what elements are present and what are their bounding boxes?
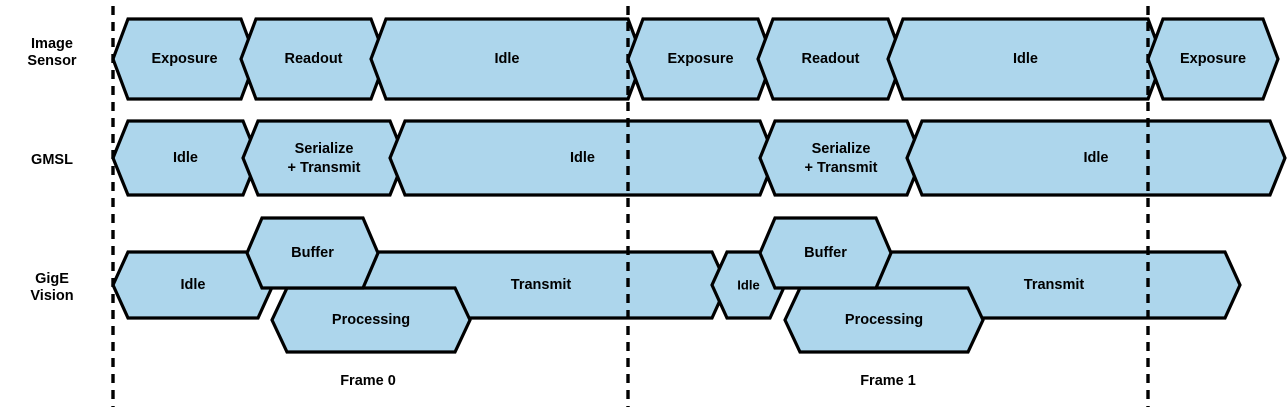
row-label-text: Sensor <box>27 53 77 69</box>
block-label: + Transmit <box>288 160 361 176</box>
frame-0-label: Frame 0 <box>340 373 396 389</box>
block-shape <box>783 286 985 354</box>
block-gmsl-idle-0: Idle <box>111 119 260 197</box>
block-label: Serialize <box>812 141 871 157</box>
block-gmsl-serialize-transmit-3: Serialize + Transmit <box>758 119 924 197</box>
block-label: Idle <box>1084 150 1109 166</box>
block-gige-vision-idle-0: Idle <box>111 250 275 320</box>
block-label: Idle <box>1013 51 1038 67</box>
block-shape <box>756 17 905 101</box>
block-image-sensor-exposure-3: Exposure <box>626 17 775 101</box>
block-shape <box>388 119 777 197</box>
block-shape <box>886 17 1165 101</box>
block-gige-vision-buffer-1: Buffer <box>245 216 380 290</box>
block-label: Processing <box>332 312 410 328</box>
block-shape <box>905 119 1287 197</box>
row-label-gmsl: GMSL <box>31 152 73 168</box>
block-label: Serialize <box>295 141 354 157</box>
row-label-text: GMSL <box>31 152 73 168</box>
block-image-sensor-idle-2: Idle <box>369 17 645 101</box>
block-shape <box>241 119 407 197</box>
block-gmsl-idle-2: Idle <box>388 119 777 197</box>
block-label: Idle <box>173 150 198 166</box>
block-shape <box>369 17 645 101</box>
block-label: Transmit <box>511 277 572 293</box>
block-label: Idle <box>737 278 759 293</box>
block-label: Idle <box>181 277 206 293</box>
frame-1-label: Frame 1 <box>860 373 916 389</box>
block-shape <box>239 17 388 101</box>
block-shape <box>270 286 472 354</box>
block-shape <box>758 119 924 197</box>
block-gige-vision-processing-6: Processing <box>783 286 985 354</box>
block-label: Buffer <box>291 245 334 261</box>
row-label-text: Vision <box>30 288 73 304</box>
block-image-sensor-idle-5: Idle <box>886 17 1165 101</box>
block-shape <box>758 216 893 290</box>
block-image-sensor-exposure-0: Exposure <box>111 17 258 101</box>
row-label-text: GigE <box>35 271 69 287</box>
row-label-text: Image <box>31 36 73 52</box>
block-image-sensor-readout-4: Readout <box>756 17 905 101</box>
block-label: Idle <box>495 51 520 67</box>
block-label: Idle <box>570 150 595 166</box>
block-label: Exposure <box>667 51 733 67</box>
block-label: Exposure <box>1180 51 1246 67</box>
block-image-sensor-exposure-6: Exposure <box>1146 17 1280 101</box>
block-label: Readout <box>285 51 343 67</box>
block-label: Processing <box>845 312 923 328</box>
frame-dividers-group <box>111 6 1150 407</box>
block-gige-vision-buffer-5: Buffer <box>758 216 893 290</box>
block-gige-vision-processing-2: Processing <box>270 286 472 354</box>
block-gmsl-serialize-transmit-1: Serialize + Transmit <box>241 119 407 197</box>
block-label: Buffer <box>804 245 847 261</box>
frame-labels-group: Frame 0 Frame 1 <box>340 373 916 389</box>
block-shape <box>245 216 380 290</box>
block-label: Exposure <box>151 51 217 67</box>
block-label: Transmit <box>1024 277 1085 293</box>
block-label: + Transmit <box>805 160 878 176</box>
block-label: Readout <box>802 51 860 67</box>
block-image-sensor-readout-1: Readout <box>239 17 388 101</box>
block-gmsl-idle-4: Idle <box>905 119 1287 197</box>
